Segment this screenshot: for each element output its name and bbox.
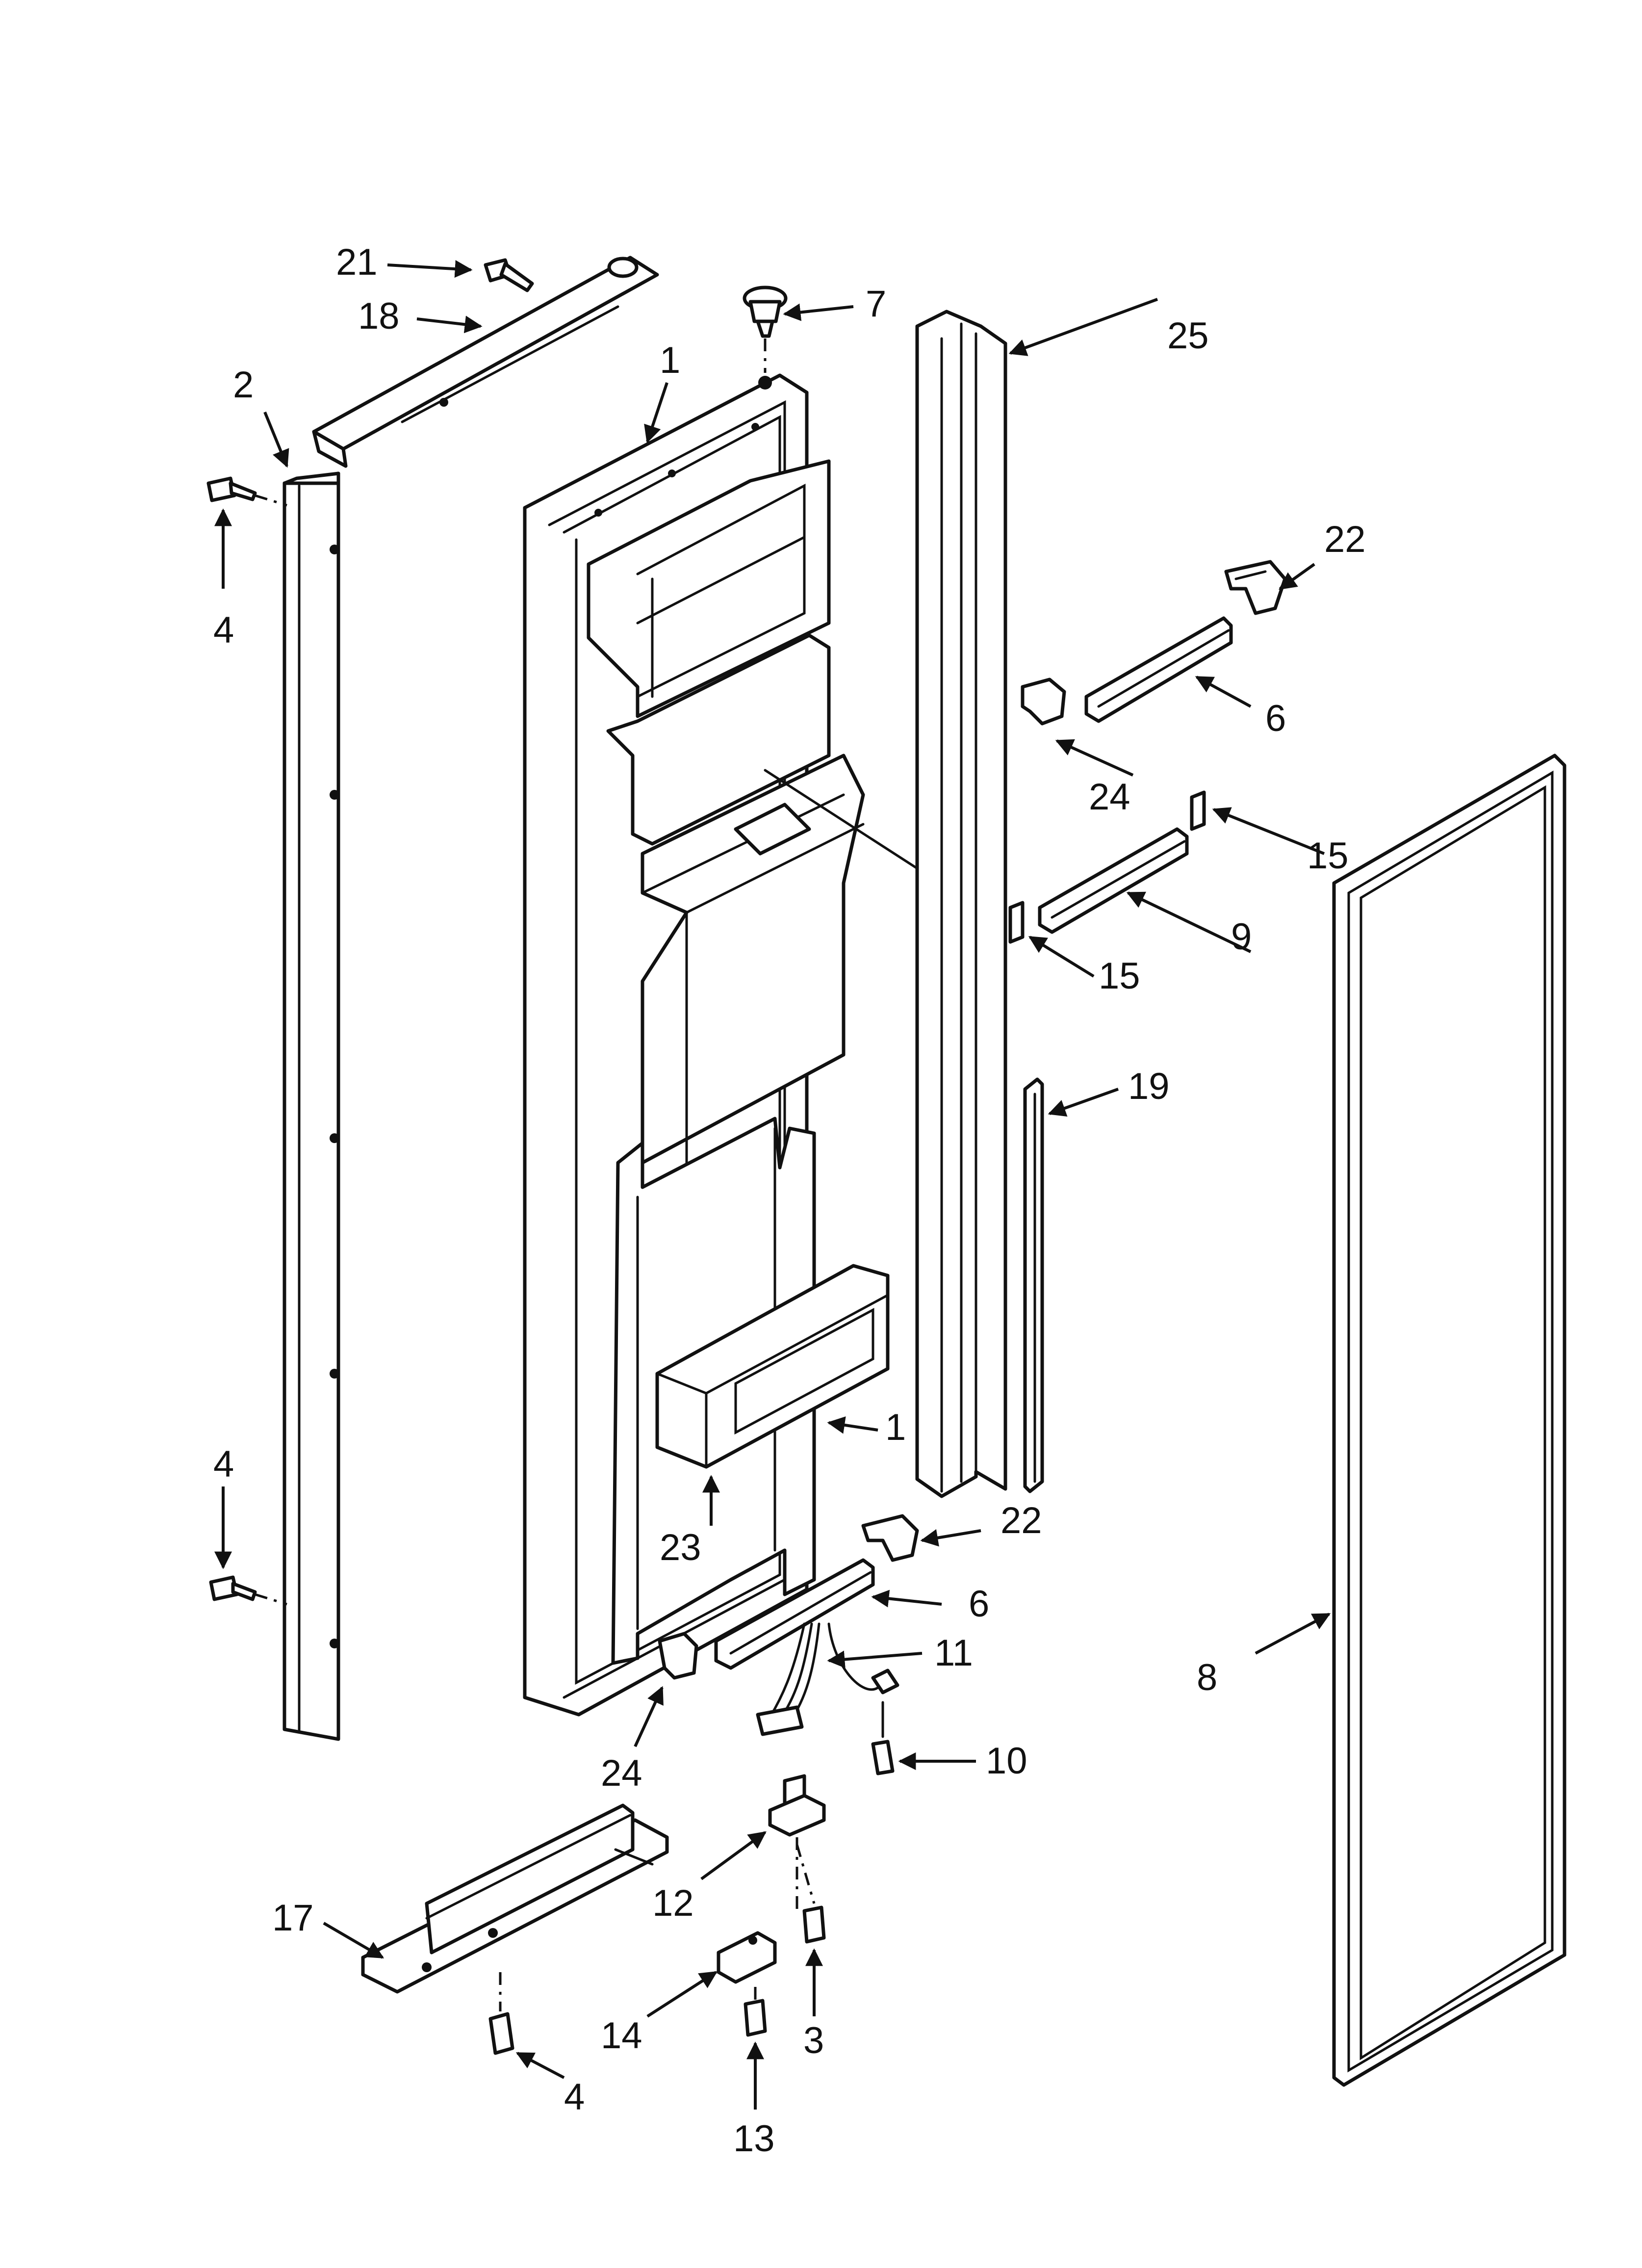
rail-part-6-lower <box>714 1558 875 1670</box>
callout-8: 8 <box>1197 1657 1217 1698</box>
callout-1-top: 1 <box>660 339 680 381</box>
leader-lines <box>214 260 1331 2110</box>
hinge-pin-part-12 <box>768 1774 826 1913</box>
callout-labels: 21 18 7 1 25 2 4 22 6 24 15 9 15 19 4 1 … <box>213 241 1366 2160</box>
clip-part-24-upper <box>1021 678 1066 726</box>
plug-part-7 <box>743 286 788 373</box>
screw-part-3 <box>795 1844 826 1944</box>
callout-17: 17 <box>272 1897 314 1939</box>
screw-part-4-upper <box>206 476 287 507</box>
end-cap-part-15-lower <box>1008 901 1025 944</box>
callout-4-bottom: 4 <box>564 2076 585 2118</box>
door-gasket-part-8 <box>1332 754 1566 2087</box>
callout-22-lower: 22 <box>1001 1500 1042 1541</box>
callout-13: 13 <box>733 2118 775 2160</box>
callout-10: 10 <box>986 1740 1027 1782</box>
callout-11: 11 <box>934 1632 973 1674</box>
top-bracket-part-18 <box>312 256 659 468</box>
screw-part-13 <box>744 1987 767 2037</box>
bottom-bracket-part-17 <box>361 1803 669 1994</box>
callout-24-lower: 24 <box>601 1752 642 1794</box>
callout-4-lower: 4 <box>213 1443 234 1485</box>
callout-14: 14 <box>601 2015 642 2057</box>
callout-21: 21 <box>336 241 378 283</box>
callout-18: 18 <box>358 295 400 337</box>
screw-part-21 <box>484 258 534 292</box>
strip-part-19 <box>1023 1077 1044 1493</box>
right-trim-part-25 <box>915 310 1007 1498</box>
door-liner-part-1 <box>523 373 919 1717</box>
clip-part-22-lower <box>861 1514 919 1562</box>
callout-6-lower: 6 <box>969 1583 989 1625</box>
rail-part-9 <box>1038 827 1189 934</box>
callout-15-lower: 15 <box>1099 955 1140 997</box>
callout-6-upper: 6 <box>1265 698 1286 739</box>
wire-harness-part-11 <box>756 1622 899 1736</box>
clip-part-24-lower <box>658 1632 698 1680</box>
callout-19: 19 <box>1128 1066 1170 1107</box>
callout-3: 3 <box>803 2020 824 2061</box>
callout-7: 7 <box>866 283 886 325</box>
callout-4-upper: 4 <box>213 609 234 651</box>
screw-part-4-lower <box>209 1575 287 1606</box>
callout-24-upper: 24 <box>1089 776 1130 818</box>
left-trim-part-2 <box>282 471 340 1741</box>
callout-1-bottom: 1 <box>885 1407 906 1448</box>
screw-part-10 <box>871 1701 895 1775</box>
callout-15-upper: 15 <box>1307 835 1349 877</box>
screw-part-4-bottom <box>488 1972 514 2055</box>
end-cap-part-15-upper <box>1190 790 1206 831</box>
callout-23: 23 <box>660 1527 701 1568</box>
callout-25: 25 <box>1167 315 1209 357</box>
callout-2: 2 <box>233 364 254 406</box>
rail-part-6-upper <box>1084 616 1233 723</box>
callout-12: 12 <box>652 1882 694 1924</box>
callout-9: 9 <box>1231 916 1252 958</box>
callout-22-upper: 22 <box>1324 519 1366 560</box>
clip-part-22-upper <box>1224 560 1287 615</box>
hinge-block-part-14 <box>717 1931 777 1984</box>
